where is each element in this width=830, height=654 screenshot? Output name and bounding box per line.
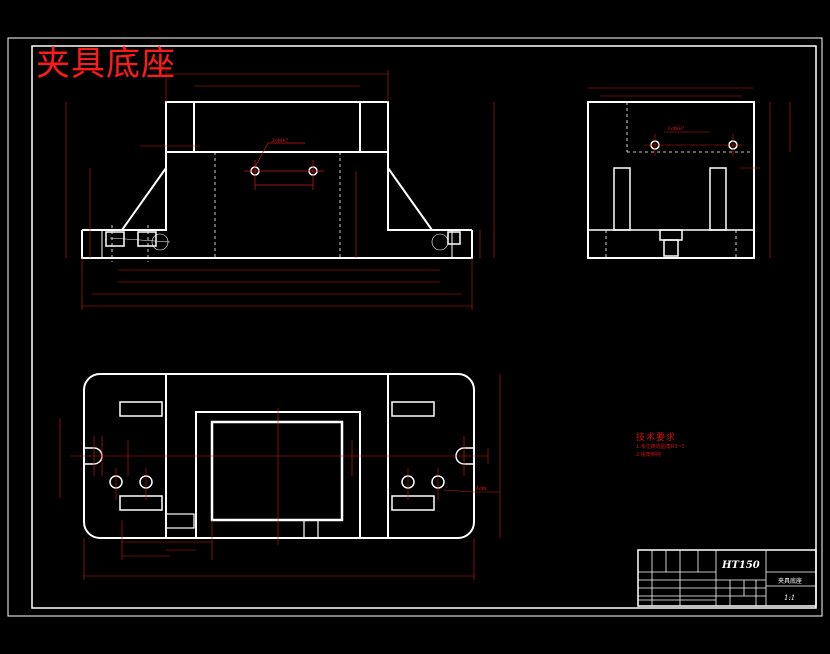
- front-view-hidden: [111, 152, 341, 262]
- top-view-centerlines: 4xΦ8: [70, 408, 500, 545]
- svg-text:4xΦ8: 4xΦ8: [476, 486, 487, 491]
- notes-item: 2.锐角倒钝: [636, 452, 661, 458]
- top-view-dimensions: [59, 374, 501, 580]
- notes-item: 1.未注铸造圆角R3~5: [636, 444, 685, 450]
- inner-frame: [31, 45, 817, 609]
- outer-border: [7, 37, 823, 617]
- title-block-material: HT150: [722, 560, 760, 571]
- side-view-dimensions: 2xΦ8H7: [588, 87, 791, 258]
- side-view-hidden: [605, 102, 754, 258]
- notes-heading: 技术要求: [636, 433, 677, 443]
- title-block-part-name: 夹具底座: [778, 578, 803, 585]
- svg-text:2xΦ8H7: 2xΦ8H7: [272, 138, 289, 143]
- front-view-dimensions: [65, 70, 495, 310]
- title-block: [637, 549, 817, 607]
- front-view-centerlines: 2xΦ8H7: [109, 138, 449, 251]
- svg-text:2xΦ8H7: 2xΦ8H7: [668, 126, 685, 131]
- drawing-title: 夹具底座: [36, 44, 176, 84]
- side-view: [587, 101, 755, 259]
- front-view: [81, 101, 473, 259]
- title-block-scale: 1:1: [784, 594, 796, 602]
- technical-requirements: 技术要求 1.未注铸造圆角R3~5 2.锐角倒钝: [636, 430, 685, 459]
